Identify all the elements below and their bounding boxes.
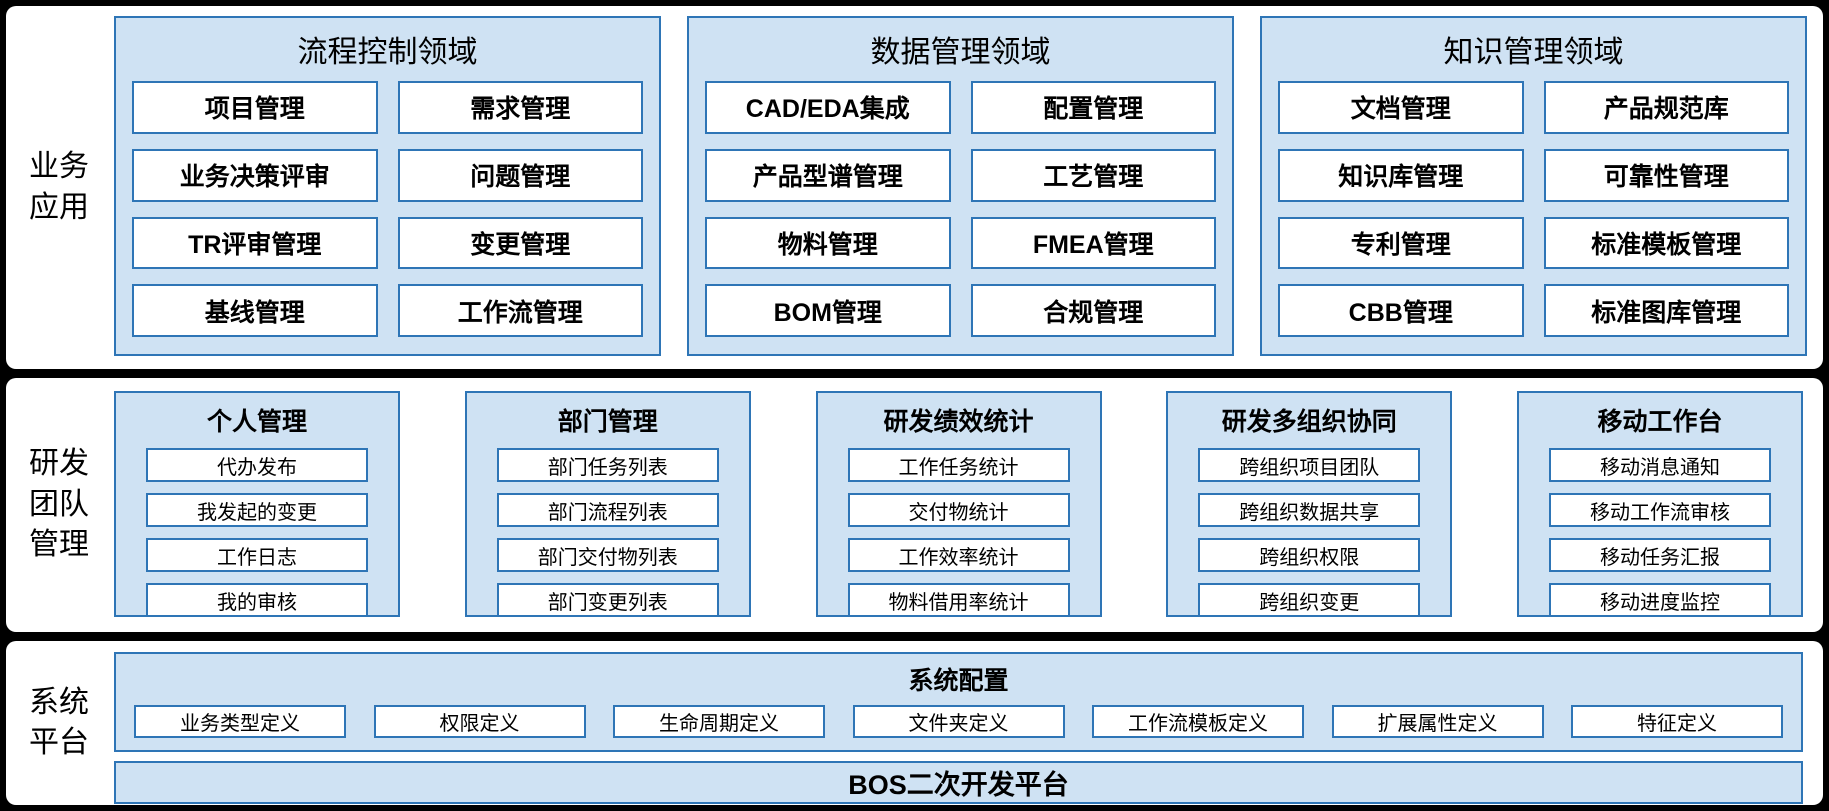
- business-content: 流程控制领域 项目管理 需求管理 业务决策评审 问题管理 TR评审管理 变更管理…: [112, 6, 1823, 369]
- band-team-management: 研发团队管理 个人管理 代办发布 我发起的变更 工作日志 我的审核 部门管理 部…: [6, 378, 1823, 632]
- team-box: 工作日志: [146, 538, 368, 572]
- system-config-title: 系统配置: [908, 667, 1009, 695]
- band-label-business: 业务应用: [6, 6, 112, 369]
- module-box: 工艺管理: [970, 148, 1216, 202]
- team-panel-items: 代办发布 我发起的变更 工作日志 我的审核: [116, 448, 398, 617]
- team-box: 跨组织变更: [1198, 583, 1421, 617]
- team-panel-items: 部门任务列表 部门流程列表 部门交付物列表 部门变更列表: [467, 448, 749, 617]
- team-box: 跨组织权限: [1198, 538, 1421, 572]
- domain-grid-process-control: 项目管理 需求管理 业务决策评审 问题管理 TR评审管理 变更管理 基线管理 工…: [116, 78, 659, 354]
- team-box: 跨组织数据共享: [1198, 493, 1421, 527]
- module-box: 问题管理: [397, 148, 643, 202]
- config-box: 权限定义: [373, 705, 586, 738]
- team-box: 部门流程列表: [496, 493, 719, 527]
- domain-title-process-control: 流程控制领域: [297, 36, 478, 69]
- domain-title-data-management: 数据管理领域: [870, 36, 1051, 69]
- team-box: 部门交付物列表: [496, 538, 719, 572]
- team-panel-title: 移动工作台: [1597, 408, 1723, 436]
- band-label-business-text: 业务应用: [29, 150, 89, 224]
- band-business-applications: 业务应用 流程控制领域 项目管理 需求管理 业务决策评审 问题管理 TR评审管理…: [6, 6, 1823, 369]
- module-box: 物料管理: [705, 216, 951, 270]
- team-box: 跨组织项目团队: [1198, 448, 1421, 482]
- module-box: 产品规范库: [1543, 81, 1789, 134]
- domain-panel-knowledge-management: 知识管理领域 文档管理 产品规范库 知识库管理 可靠性管理 专利管理 标准模板管…: [1260, 16, 1807, 356]
- module-box: 变更管理: [397, 216, 643, 270]
- team-box: 交付物统计: [847, 493, 1070, 527]
- team-box: 我的审核: [146, 583, 368, 617]
- band-label-platform-text: 系统平台: [29, 685, 89, 760]
- config-box: 扩展属性定义: [1331, 705, 1544, 738]
- config-box: 生命周期定义: [613, 705, 825, 738]
- platform-content: 系统配置 业务类型定义 权限定义 生命周期定义 文件夹定义 工作流模板定义 扩展…: [112, 641, 1823, 805]
- module-box: CBB管理: [1278, 284, 1524, 337]
- team-box: 工作效率统计: [847, 538, 1070, 572]
- domain-title-knowledge-management: 知识管理领域: [1443, 36, 1624, 69]
- team-box: 物料借用率统计: [847, 583, 1070, 617]
- team-panel-title: 研发多组织协同: [1221, 408, 1397, 436]
- module-box: 标准图库管理: [1543, 284, 1789, 337]
- team-box: 移动进度监控: [1549, 583, 1771, 617]
- module-box: 配置管理: [970, 81, 1216, 134]
- config-box: 特征定义: [1571, 705, 1783, 738]
- domain-panel-data-management: 数据管理领域 CAD/EDA集成 配置管理 产品型谱管理 工艺管理 物料管理 F…: [687, 16, 1234, 356]
- team-content: 个人管理 代办发布 我发起的变更 工作日志 我的审核 部门管理 部门任务列表 部…: [112, 378, 1823, 632]
- team-box: 工作任务统计: [847, 448, 1070, 482]
- team-box: 代办发布: [146, 448, 368, 482]
- module-box: 基线管理: [132, 284, 378, 337]
- system-config-panel: 系统配置 业务类型定义 权限定义 生命周期定义 文件夹定义 工作流模板定义 扩展…: [114, 652, 1803, 752]
- module-box: 可靠性管理: [1543, 148, 1789, 202]
- module-box: 产品型谱管理: [705, 148, 951, 202]
- module-box: 需求管理: [397, 81, 643, 134]
- module-box: 文档管理: [1278, 81, 1524, 134]
- module-box: 标准模板管理: [1543, 216, 1789, 270]
- team-panel-title: 个人管理: [206, 408, 307, 436]
- team-panel-performance: 研发绩效统计 工作任务统计 交付物统计 工作效率统计 物料借用率统计: [815, 391, 1102, 617]
- module-box: BOM管理: [705, 284, 951, 337]
- module-box: 专利管理: [1278, 216, 1524, 270]
- team-panel-multi-org: 研发多组织协同 跨组织项目团队 跨组织数据共享 跨组织权限 跨组织变更: [1166, 391, 1453, 617]
- team-panel-items: 工作任务统计 交付物统计 工作效率统计 物料借用率统计: [818, 448, 1100, 617]
- team-box: 移动任务汇报: [1549, 538, 1771, 572]
- team-box: 移动消息通知: [1549, 448, 1771, 482]
- module-box: FMEA管理: [970, 216, 1216, 270]
- domain-grid-knowledge-management: 文档管理 产品规范库 知识库管理 可靠性管理 专利管理 标准模板管理 CBB管理…: [1262, 78, 1805, 354]
- domain-grid-data-management: CAD/EDA集成 配置管理 产品型谱管理 工艺管理 物料管理 FMEA管理 B…: [689, 78, 1232, 354]
- module-box: 项目管理: [132, 81, 378, 134]
- band-label-team: 研发团队管理: [6, 378, 112, 632]
- module-box: CAD/EDA集成: [705, 81, 951, 134]
- band-label-team-text: 研发团队管理: [29, 447, 89, 562]
- team-panel-department: 部门管理 部门任务列表 部门流程列表 部门交付物列表 部门变更列表: [464, 391, 751, 617]
- team-box: 移动工作流审核: [1549, 493, 1771, 527]
- team-panel-personal: 个人管理 代办发布 我发起的变更 工作日志 我的审核: [114, 391, 400, 617]
- config-box: 业务类型定义: [134, 705, 346, 738]
- band-system-platform: 系统平台 系统配置 业务类型定义 权限定义 生命周期定义 文件夹定义 工作流模板…: [6, 641, 1823, 805]
- module-box: 合规管理: [970, 284, 1216, 337]
- module-box: 业务决策评审: [132, 148, 378, 202]
- module-box: 知识库管理: [1278, 148, 1524, 202]
- band-label-platform: 系统平台: [6, 641, 112, 805]
- config-box: 工作流模板定义: [1092, 705, 1304, 738]
- team-panel-mobile: 移动工作台 移动消息通知 移动工作流审核 移动任务汇报 移动进度监控: [1517, 391, 1803, 617]
- team-panel-title: 部门管理: [557, 408, 658, 436]
- module-box: 工作流管理: [397, 284, 643, 337]
- team-panel-items: 跨组织项目团队 跨组织数据共享 跨组织权限 跨组织变更: [1168, 448, 1450, 617]
- module-box: TR评审管理: [132, 216, 378, 270]
- config-box: 文件夹定义: [852, 705, 1065, 738]
- system-config-items: 业务类型定义 权限定义 生命周期定义 文件夹定义 工作流模板定义 扩展属性定义 …: [116, 703, 1801, 750]
- team-panel-title: 研发绩效统计: [883, 408, 1034, 436]
- team-box: 我发起的变更: [146, 493, 368, 527]
- domain-panel-process-control: 流程控制领域 项目管理 需求管理 业务决策评审 问题管理 TR评审管理 变更管理…: [114, 16, 661, 356]
- team-box: 部门变更列表: [496, 583, 719, 617]
- bos-platform-bar: BOS二次开发平台: [114, 761, 1803, 804]
- team-panel-items: 移动消息通知 移动工作流审核 移动任务汇报 移动进度监控: [1519, 448, 1801, 617]
- team-box: 部门任务列表: [496, 448, 719, 482]
